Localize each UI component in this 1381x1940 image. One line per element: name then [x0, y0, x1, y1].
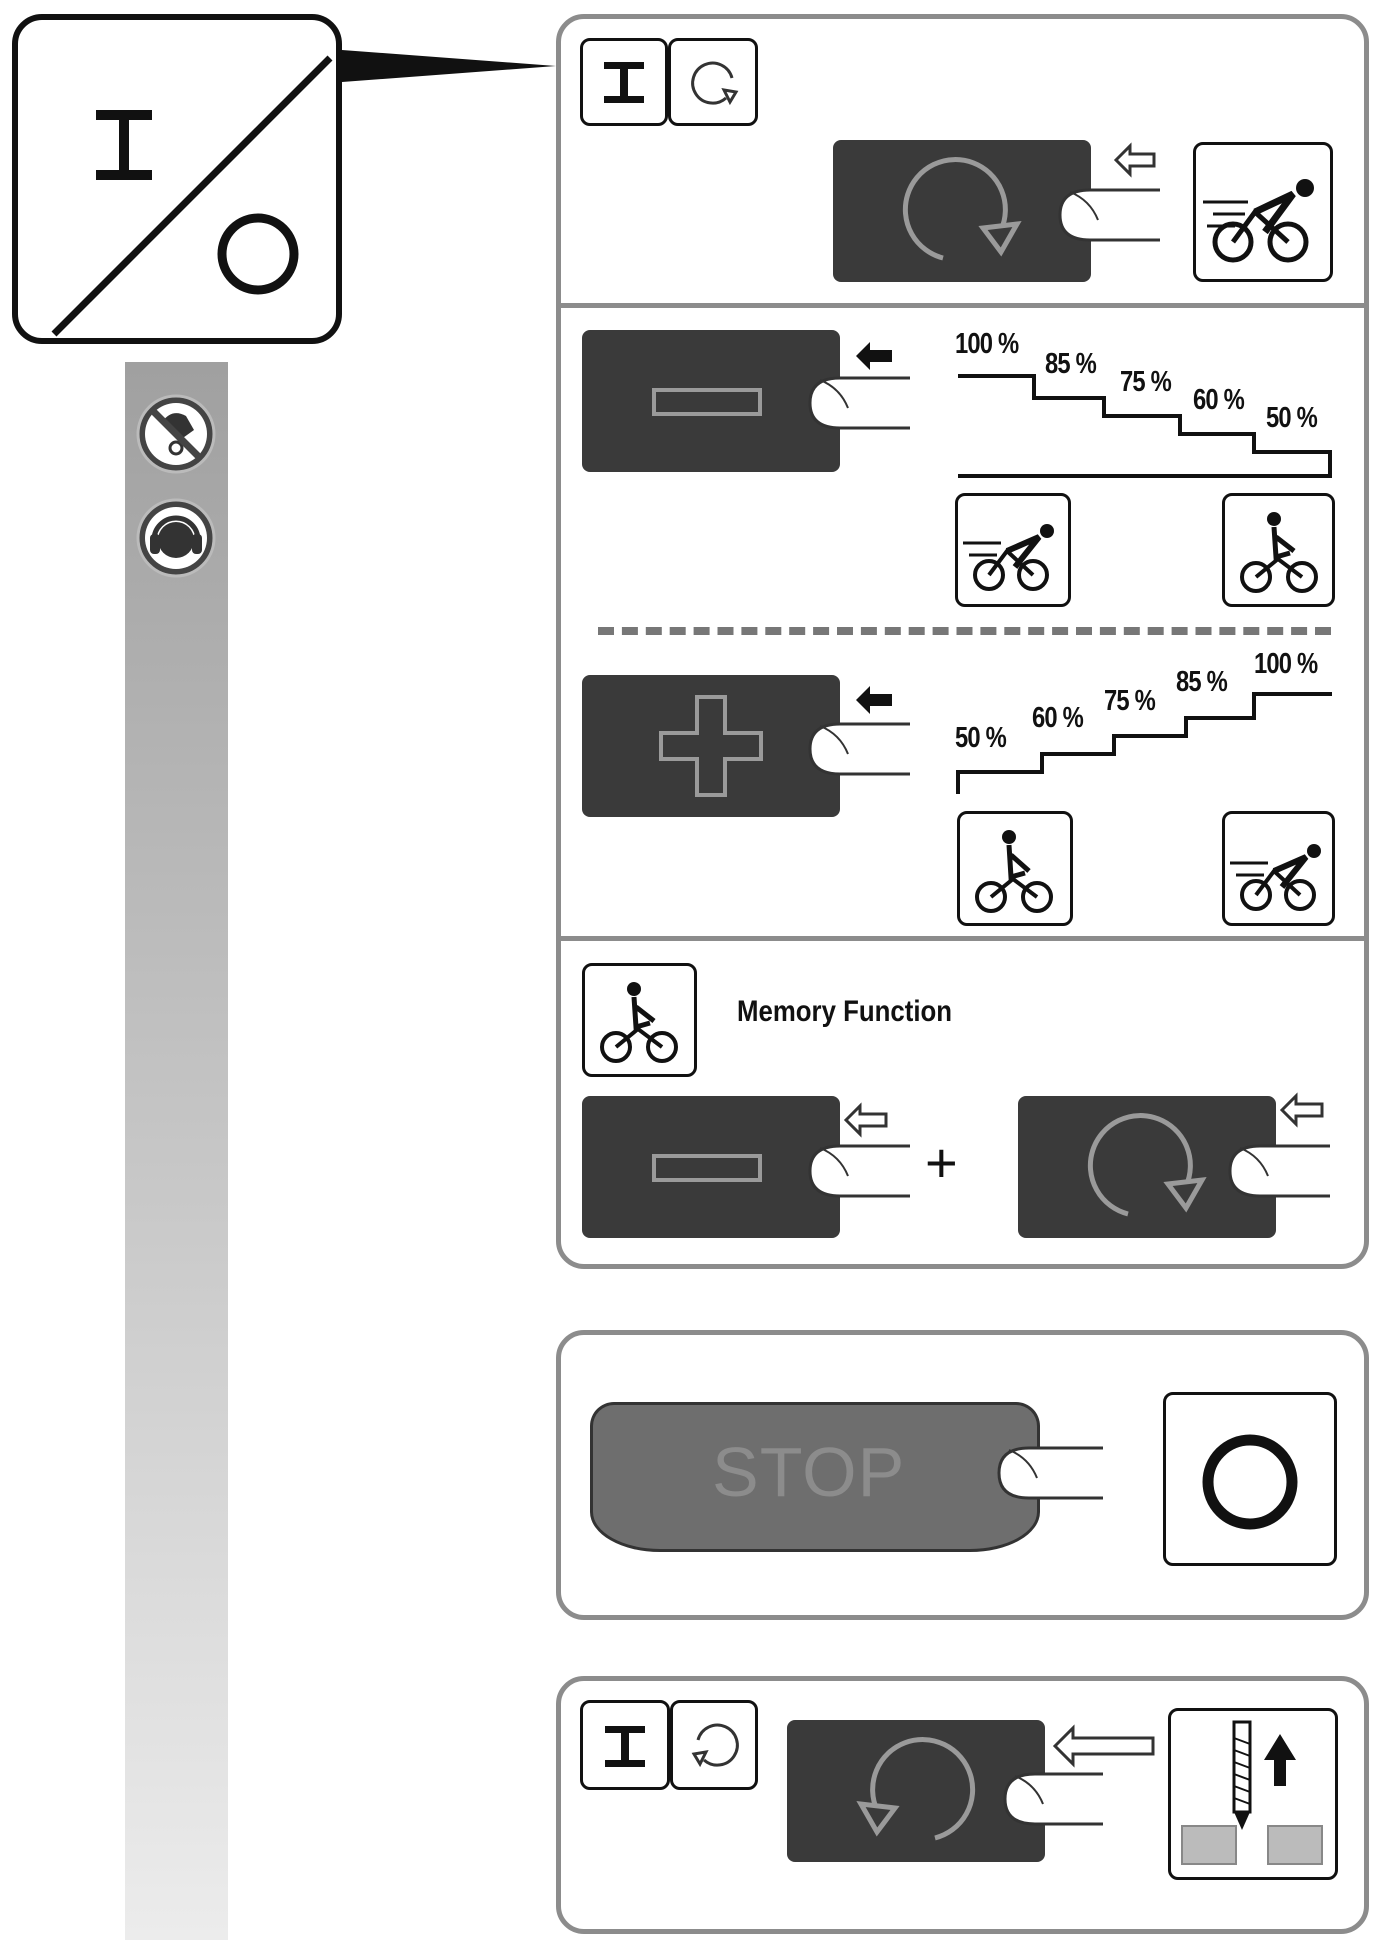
off-symbol-icon	[1202, 1434, 1298, 1530]
finger-press-icon	[808, 342, 910, 430]
cyclist-fast-icon	[1230, 844, 1321, 911]
step-label: 60 %	[1032, 702, 1084, 734]
cyclist-fast-box	[955, 493, 1071, 607]
cyclist-fast-icon	[963, 524, 1054, 591]
start-clockwise-button[interactable]	[833, 140, 1091, 282]
safety-bar	[125, 362, 228, 1940]
plus-sign: +	[925, 1131, 958, 1194]
finger-press-icon	[1003, 1724, 1155, 1826]
cyclist-fast-box	[1222, 811, 1335, 926]
finger-press-icon	[1228, 1092, 1330, 1198]
tap-retract-box	[1168, 1708, 1338, 1880]
memory-function-label: Memory Function	[737, 995, 953, 1028]
finger-press-icon	[808, 1102, 910, 1198]
cyclist-fast-icon	[1203, 179, 1314, 263]
cyclist-slow-icon	[600, 982, 678, 1063]
on-off-symbol	[12, 14, 342, 344]
counterclockwise-symbol-box	[670, 1700, 758, 1790]
clockwise-symbol-box	[668, 38, 758, 126]
step-label: 60 %	[1193, 384, 1245, 416]
step-label: 85 %	[1045, 348, 1097, 380]
finger-press-icon	[808, 686, 910, 776]
cyclist-slow-icon	[1240, 512, 1318, 593]
step-label: 75 %	[1120, 366, 1172, 398]
cyclist-slow-box	[582, 963, 697, 1077]
off-symbol-box	[1163, 1392, 1337, 1566]
memory-decrease-button[interactable]	[582, 1096, 840, 1238]
step-label: 85 %	[1176, 666, 1228, 698]
step-label: 100 %	[955, 328, 1019, 360]
off-symbol-icon	[217, 213, 299, 295]
stop-button-label: STOP	[712, 1433, 906, 1511]
step-label: 100 %	[1254, 648, 1318, 680]
divider-2	[556, 936, 1369, 941]
tap-retract-icon	[1181, 1720, 1323, 1865]
cyclist-fast-box	[1193, 142, 1333, 282]
on-symbol-icon	[96, 110, 152, 180]
finger-press-icon	[1058, 142, 1160, 242]
increase-step-graph	[956, 692, 1332, 794]
decrease-button[interactable]	[582, 330, 840, 472]
reverse-button[interactable]	[787, 1720, 1045, 1862]
increase-button[interactable]	[582, 675, 840, 817]
finger-press-icon	[997, 1446, 1103, 1500]
ear-protection-icon	[136, 498, 216, 578]
step-label: 50 %	[1266, 402, 1318, 434]
step-label: 50 %	[955, 722, 1007, 754]
cyclist-slow-box	[957, 811, 1073, 926]
cyclist-slow-icon	[975, 830, 1053, 913]
divider-1	[556, 303, 1369, 308]
step-label: 75 %	[1104, 685, 1156, 717]
on-symbol-box	[580, 38, 668, 126]
decrease-step-graph	[958, 374, 1332, 478]
on-symbol-box	[580, 1700, 670, 1790]
no-touch-icon	[136, 394, 216, 474]
stop-button[interactable]	[590, 1402, 1040, 1552]
dashed-divider	[598, 627, 1331, 635]
cyclist-slow-box	[1222, 493, 1335, 607]
